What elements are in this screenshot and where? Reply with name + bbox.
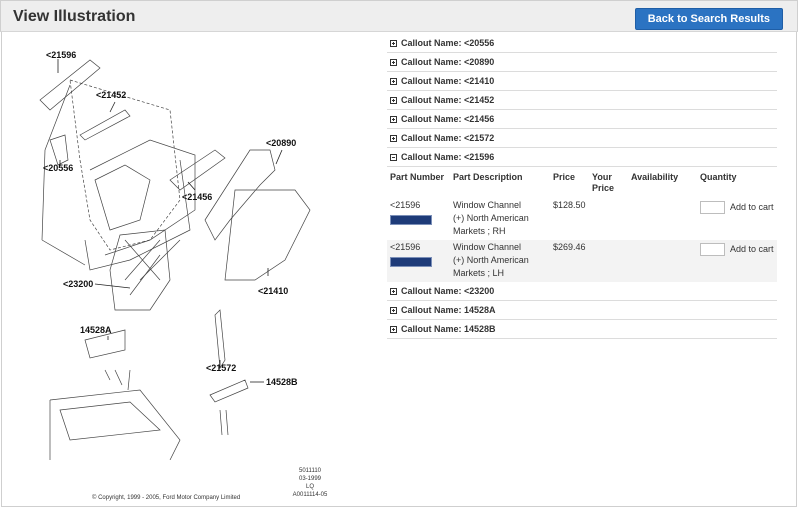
- callout-row-expanded[interactable]: Callout Name: <21596: [387, 148, 777, 167]
- content-frame: [1, 32, 797, 507]
- expand-icon[interactable]: [390, 134, 397, 142]
- callout-panel: Callout Name: <20556 Callout Name: <2089…: [387, 34, 777, 339]
- expand-icon[interactable]: [390, 325, 397, 333]
- col-part-number: Part Number: [390, 172, 445, 182]
- expand-icon[interactable]: [390, 287, 397, 295]
- part-description: Window Channel (+) North American Market…: [453, 242, 529, 278]
- callout-label: <21572: [206, 363, 236, 373]
- expand-icon[interactable]: [390, 115, 397, 123]
- page-title: View Illustration: [13, 8, 136, 25]
- part-number: <21596: [390, 242, 421, 252]
- callout-row[interactable]: Callout Name: <21572: [387, 129, 777, 148]
- callout-row[interactable]: Callout Name: 14528B: [387, 320, 777, 339]
- callout-row[interactable]: Callout Name: <23200: [387, 282, 777, 301]
- callout-label: <20890: [266, 138, 296, 148]
- callout-label: 14528A: [80, 325, 112, 335]
- ford-parts-logo-icon: [390, 257, 432, 267]
- callout-label: <23200: [63, 279, 93, 289]
- col-part-description: Part Description: [453, 172, 523, 182]
- callout-label: 14528B: [266, 377, 298, 387]
- part-row: <21596 Window Channel (+) North American…: [387, 240, 777, 282]
- callout-label: <21596: [46, 50, 76, 60]
- part-row: <21596 Window Channel (+) North American…: [387, 198, 777, 240]
- callout-label: <21410: [258, 286, 288, 296]
- part-description: Window Channel (+) North American Market…: [453, 200, 529, 236]
- callout-row[interactable]: Callout Name: <21456: [387, 110, 777, 129]
- expand-icon[interactable]: [390, 77, 397, 85]
- back-to-search-results-button[interactable]: Back to Search Results: [634, 8, 783, 30]
- illustration-codes: 5011110 03-1999 LQ A0011114-05: [292, 468, 328, 498]
- col-availability: Availability: [631, 172, 679, 182]
- quantity-input[interactable]: [700, 201, 725, 214]
- callout-label: <20556: [43, 163, 73, 173]
- callout-label: <21456: [182, 192, 212, 202]
- callout-row[interactable]: Callout Name: <20890: [387, 53, 777, 72]
- collapse-icon[interactable]: [390, 153, 397, 161]
- col-quantity: Quantity: [700, 172, 737, 182]
- callout-label: <21452: [96, 90, 126, 100]
- header-bar: View Illustration Back to Search Results: [0, 0, 798, 32]
- part-price: $128.50: [553, 200, 586, 210]
- callout-row[interactable]: Callout Name: <21452: [387, 91, 777, 110]
- add-to-cart-link[interactable]: Add to cart: [730, 202, 774, 212]
- add-to-cart-link[interactable]: Add to cart: [730, 244, 774, 254]
- part-number: <21596: [390, 200, 421, 210]
- expand-icon[interactable]: [390, 39, 397, 47]
- callout-row[interactable]: Callout Name: 14528A: [387, 301, 777, 320]
- expand-icon[interactable]: [390, 96, 397, 104]
- expand-icon[interactable]: [390, 306, 397, 314]
- col-price: Price: [553, 172, 576, 182]
- ford-parts-logo-icon: [390, 215, 432, 225]
- parts-illustration: <21596 <21452 <20556 <20890 <21456 <2320…: [39, 50, 311, 460]
- copyright-notice: © Copyright, 1999 - 2005, Ford Motor Com…: [92, 495, 241, 501]
- expand-icon[interactable]: [390, 58, 397, 66]
- part-price: $269.46: [553, 242, 586, 252]
- callout-row[interactable]: Callout Name: <21410: [387, 72, 777, 91]
- callout-row[interactable]: Callout Name: <20556: [387, 34, 777, 53]
- quantity-input[interactable]: [700, 243, 725, 256]
